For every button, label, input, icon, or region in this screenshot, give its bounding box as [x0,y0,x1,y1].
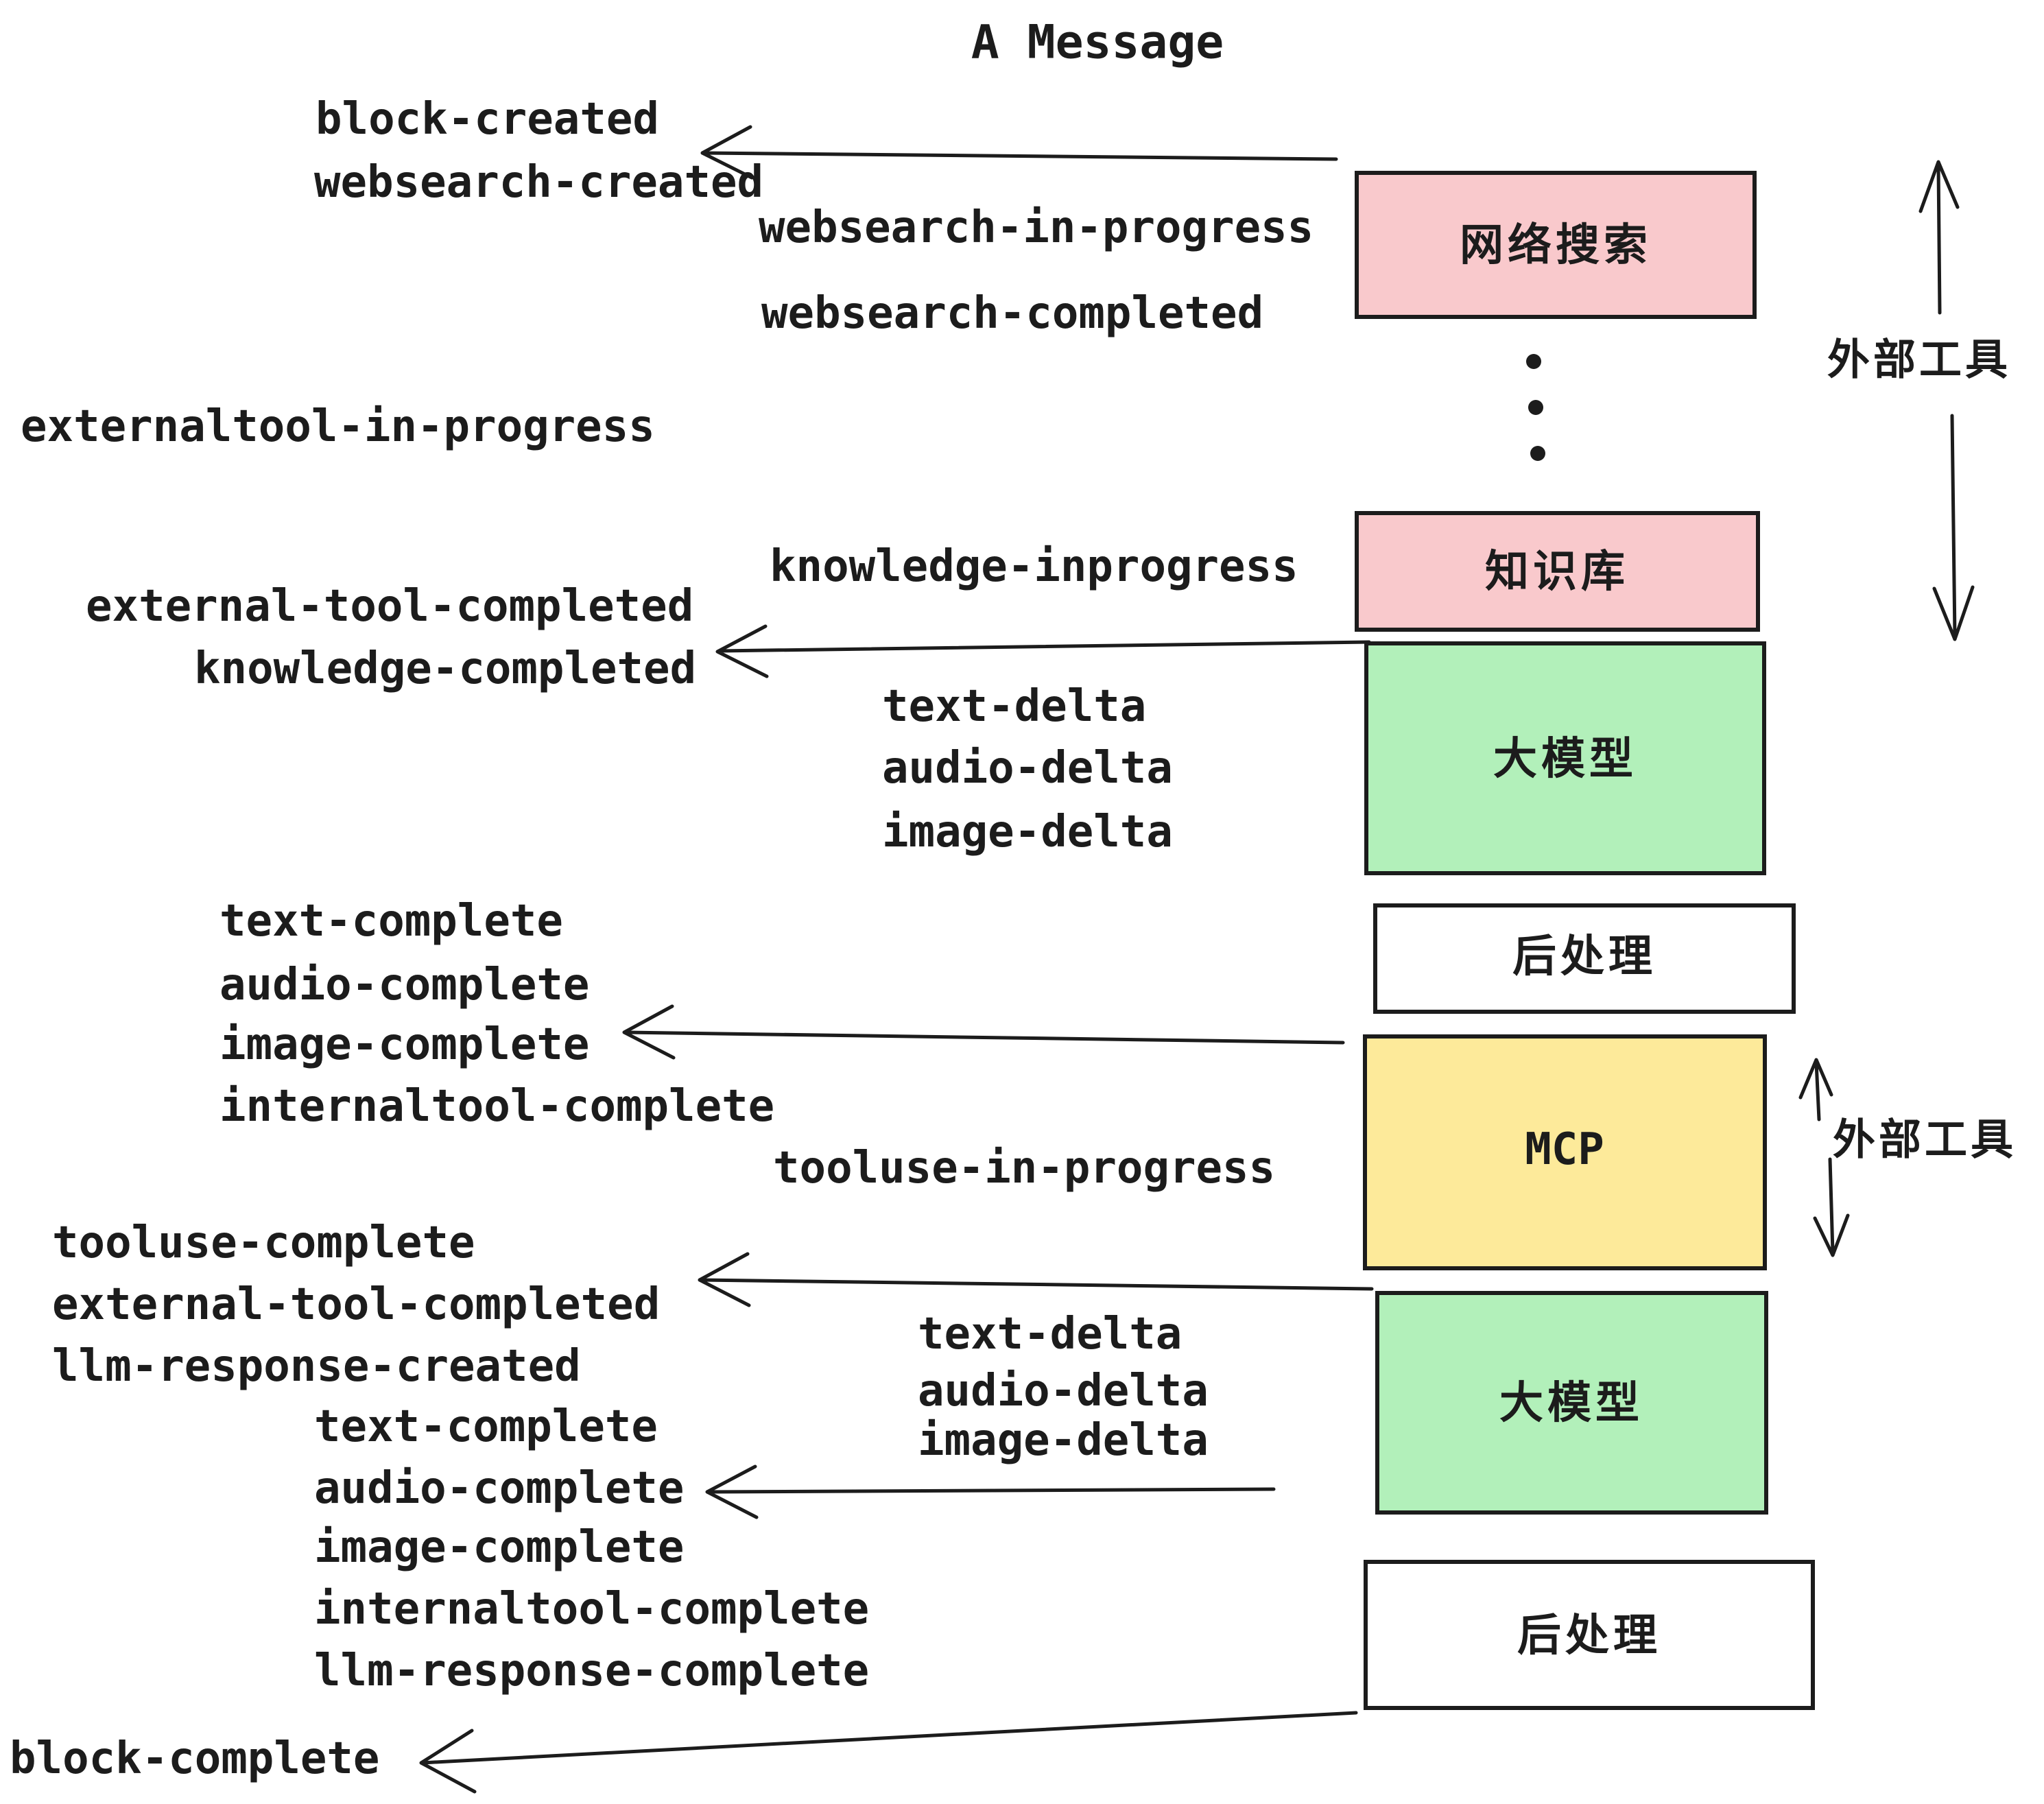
arrow-block-complete [419,1711,1358,1794]
event-image-complete-1: image-complete [219,1019,589,1070]
down-arrow-icon [1813,1157,1850,1257]
event-audio-complete-2: audio-complete [314,1463,684,1514]
external-tools-span-mcp: 外部工具 [1798,1058,2017,1257]
event-llm-response-complete: llm-response-complete [314,1646,869,1696]
external-tools-label-top: 外部工具 [1827,337,2011,384]
box-websearch [1355,171,1757,319]
event-tooluse-in-progress: tooluse-in-progress [773,1143,1275,1194]
arrow-block-websearch-created [700,125,1338,180]
event-websearch-created: websearch-created [314,157,763,208]
event-external-tool-completed-2: external-tool-completed [52,1279,660,1330]
down-arrow-icon [1932,414,1975,641]
box-llm-2 [1375,1291,1768,1515]
ellipsis-dot [1530,446,1545,461]
event-internaltool-complete-1: internaltool-complete [219,1081,774,1132]
box-knowledge [1355,511,1760,632]
event-audio-complete-1: audio-complete [219,960,589,1010]
event-audio-delta-2: audio-delta [918,1366,1209,1416]
event-websearch-completed: websearch-completed [761,288,1263,339]
event-block-complete: block-complete [10,1733,379,1784]
event-text-delta-2: text-delta [918,1309,1182,1360]
event-knowledge-inprogress: knowledge-inprogress [770,541,1298,592]
external-tools-label-mcp: 外部工具 [1833,1117,2017,1164]
box-llm-2-label: 大模型 [1499,1378,1643,1427]
event-text-complete-1: text-complete [219,896,563,947]
event-internaltool-complete-2: internaltool-complete [314,1584,869,1635]
box-llm-1 [1364,641,1766,875]
event-text-complete-2: text-complete [314,1401,658,1452]
arrow-tooluse-complete [698,1252,1374,1307]
event-external-tool-completed-1: external-tool-completed [86,581,693,632]
box-mcp-label: MCP [1525,1124,1604,1175]
event-image-delta-2: image-delta [918,1415,1209,1466]
box-postprocess-1 [1373,903,1796,1014]
event-audio-delta-1: audio-delta [882,743,1173,794]
up-arrow-icon [1918,160,1960,315]
box-postprocess-2 [1364,1560,1815,1710]
arrow-knowledge-completed [715,624,1371,678]
box-llm-1-label: 大模型 [1493,734,1637,783]
event-websearch-in-progress: websearch-in-progress [759,202,1314,253]
diagram-title: A Message [971,16,1224,70]
box-postprocess-1-label: 后处理 [1512,931,1656,981]
box-mcp [1363,1034,1767,1270]
external-tools-span-top: 外部工具 [1827,160,2011,641]
event-llm-response-created: llm-response-created [52,1341,581,1392]
box-postprocess-2-label: 后处理 [1517,1611,1661,1660]
event-text-delta-1: text-delta [882,681,1146,732]
box-websearch-label: 网络搜索 [1460,220,1652,270]
ellipsis-dots [1526,354,1545,461]
event-externaltool-in-progress: externaltool-in-progress [21,401,655,452]
event-image-complete-2: image-complete [314,1522,684,1573]
ellipsis-dot [1528,400,1543,415]
box-knowledge-label: 知识库 [1485,547,1629,596]
event-block-created: block-created [316,94,659,145]
ellipsis-dot [1526,354,1541,369]
arrow-internaltool-complete [622,1004,1345,1060]
arrow-llm2-complete [705,1464,1276,1519]
event-tooluse-complete: tooluse-complete [52,1218,475,1268]
up-arrow-icon [1798,1058,1833,1121]
event-knowledge-completed: knowledge-completed [194,643,696,694]
event-image-delta-1: image-delta [882,807,1173,857]
